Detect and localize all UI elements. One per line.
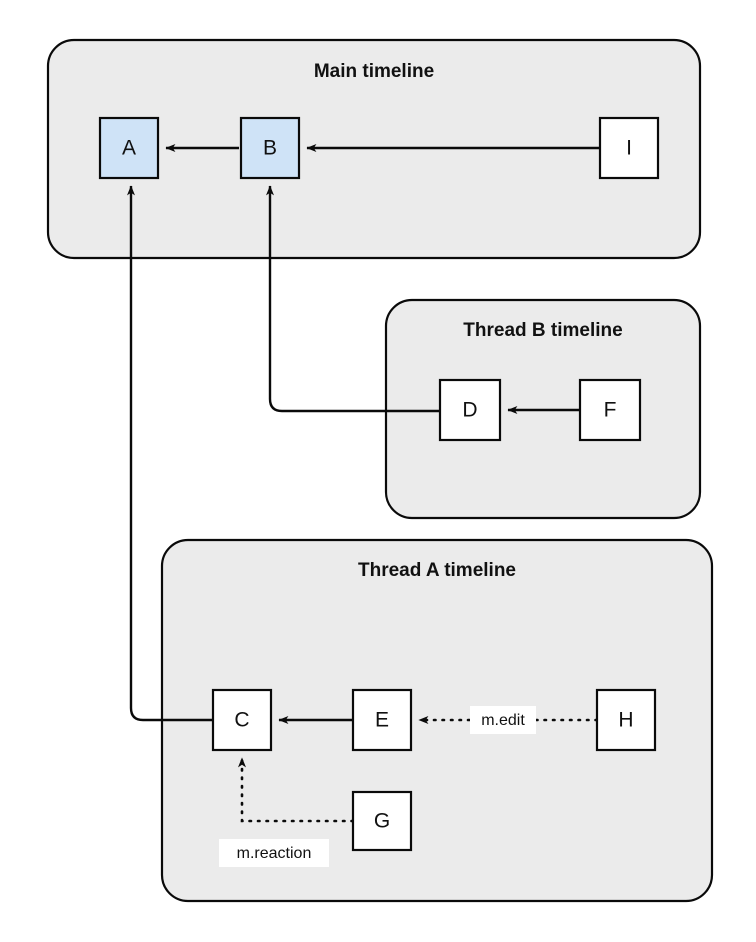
node-d-box[interactable] [438, 378, 502, 442]
node-a[interactable]: A [98, 116, 160, 180]
edge-g-to-c [238, 756, 355, 823]
node-b-box[interactable] [239, 116, 301, 180]
edge-label-m-reaction-bg [219, 839, 329, 867]
edge-label-m-edit-text: m.edit [481, 712, 525, 729]
group-thread-a-timeline-title: Thread A timeline [358, 560, 516, 581]
node-c-label: C [234, 709, 249, 732]
group-main-timeline-title: Main timeline [314, 61, 434, 82]
node-h[interactable]: H [595, 688, 657, 752]
node-h-box[interactable] [595, 688, 657, 752]
edge-label-m-reaction: m.reaction [219, 839, 329, 867]
node-a-label: A [122, 137, 136, 160]
node-i-box[interactable] [598, 116, 660, 180]
edge-label-m-reaction-text: m.reaction [237, 845, 312, 862]
node-c[interactable]: C [211, 688, 273, 752]
node-b[interactable]: B [239, 116, 301, 180]
node-b-label: B [263, 137, 277, 160]
node-c-box[interactable] [211, 688, 273, 752]
node-i-label: I [626, 137, 632, 160]
edge-label-m-edit-bg [470, 706, 536, 734]
node-e-box[interactable] [351, 688, 413, 752]
node-e[interactable]: E [351, 688, 413, 752]
node-g[interactable]: G [351, 790, 413, 852]
node-f-label: F [604, 399, 617, 422]
node-i[interactable]: I [598, 116, 660, 180]
node-d[interactable]: D [438, 378, 502, 442]
node-e-label: E [375, 709, 389, 732]
edge-d-to-b [266, 185, 440, 413]
edge-label-m-edit: m.edit [470, 706, 536, 734]
edge-c-to-a [127, 185, 213, 722]
group-thread-b-timeline-title: Thread B timeline [463, 320, 622, 341]
node-f-box[interactable] [578, 378, 642, 442]
node-d-label: D [462, 399, 477, 422]
node-g-box[interactable] [351, 790, 413, 852]
node-h-label: H [618, 709, 633, 732]
node-f[interactable]: F [578, 378, 642, 442]
node-a-box[interactable] [98, 116, 160, 180]
node-g-label: G [374, 810, 390, 833]
